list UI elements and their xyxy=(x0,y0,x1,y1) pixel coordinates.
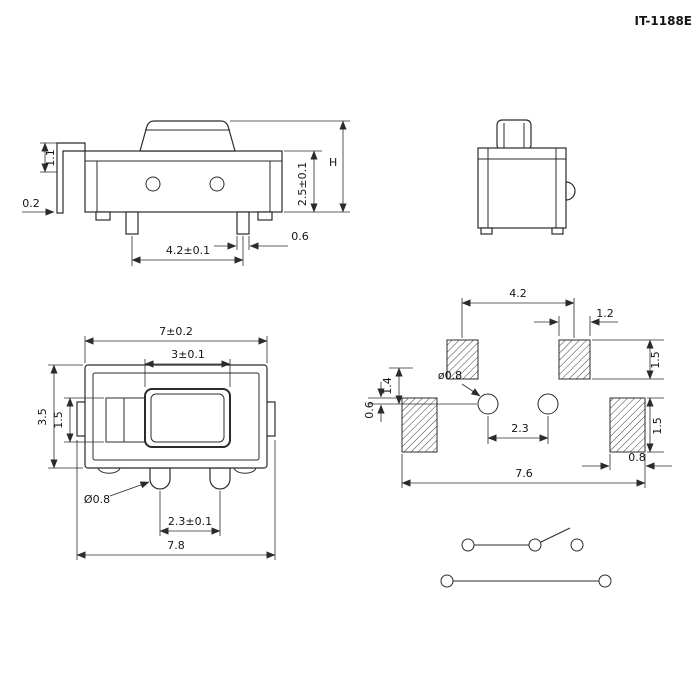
dim-label: 3±0.1 xyxy=(171,348,205,361)
side-foot xyxy=(551,227,564,235)
drawing-number: IT-1188E xyxy=(635,14,692,28)
dim-label: 1.5 xyxy=(649,351,662,369)
dim-land-pad-height-top: 1.5 xyxy=(592,339,664,380)
dim-label: 1.5 xyxy=(52,411,65,429)
switch-body xyxy=(84,150,283,213)
leg-pin xyxy=(149,467,171,490)
dim-top-leg-diameter: Ø0.8 xyxy=(84,481,150,506)
dim-top-slot-depth: 1.5 xyxy=(52,397,104,443)
dim-label: 7.6 xyxy=(515,467,533,480)
dim-label: 4.2±0.1 xyxy=(166,244,210,257)
top-actuator-inner xyxy=(150,393,225,443)
schematic-terminal xyxy=(598,574,612,588)
dim-land-pad-height-side: 1.5 xyxy=(646,397,664,453)
dim-front-total-height: H xyxy=(230,120,350,213)
through-hole xyxy=(477,393,499,415)
dim-label: 7.8 xyxy=(167,539,185,552)
dim-label: 1.1 xyxy=(44,149,57,167)
dim-top-overall-width: 7.8 xyxy=(76,440,276,560)
dim-top-body-width: 7±0.2 xyxy=(84,325,268,363)
dim-label: 4.2 xyxy=(509,287,527,300)
actuator-cap xyxy=(139,120,236,152)
schematic-terminal xyxy=(440,574,454,588)
dim-land-offset-vertical: 1.4 xyxy=(368,367,413,405)
dim-land-pad-width-top: 1.2 xyxy=(534,307,618,336)
dim-land-hole-diameter: ø0.8 xyxy=(438,369,481,397)
body-stub xyxy=(257,211,273,221)
solder-pad xyxy=(609,397,646,453)
dim-label: 2.3±0.1 xyxy=(168,515,212,528)
dim-label: H xyxy=(329,156,337,169)
dim-front-terminal-width: 0.6 xyxy=(214,230,309,250)
schematic-terminal xyxy=(528,538,542,552)
dim-label: ø0.8 xyxy=(438,369,462,382)
dim-label: 0.2 xyxy=(22,197,40,210)
schematic-terminal xyxy=(461,538,475,552)
side-foot xyxy=(480,227,493,235)
terminal-leg xyxy=(236,211,250,235)
solder-pad xyxy=(446,339,479,380)
dim-label: 0.6 xyxy=(363,401,376,419)
dim-land-hole-pitch: 2.3 xyxy=(487,416,549,444)
dim-label: 3.5 xyxy=(36,408,49,426)
dim-label: 0.6 xyxy=(291,230,309,243)
side-nub xyxy=(565,181,576,201)
dim-label: 1.5 xyxy=(651,417,664,435)
front-view xyxy=(56,120,283,235)
dim-label: 0.8 xyxy=(628,451,646,464)
dim-front-body-height: 2.5±0.1 xyxy=(284,150,350,213)
dim-label: 1.4 xyxy=(381,377,394,395)
mounting-bracket xyxy=(56,142,86,214)
top-actuator xyxy=(144,388,231,448)
side-actuator xyxy=(496,119,532,151)
bottom-bump xyxy=(233,467,257,474)
dim-front-bracket-thickness: 0.2 xyxy=(22,197,55,216)
body-hole xyxy=(145,176,161,192)
land-pattern xyxy=(368,339,646,453)
dim-label: Ø0.8 xyxy=(84,493,110,506)
solder-pad xyxy=(558,339,591,380)
body-stub xyxy=(95,211,111,221)
body-hole xyxy=(209,176,225,192)
solder-pad xyxy=(401,397,438,453)
circuit-schematic xyxy=(440,527,612,588)
dim-label: 1.2 xyxy=(596,307,614,320)
side-body xyxy=(477,147,567,229)
dim-top-leg-pitch: 2.3±0.1 xyxy=(159,491,221,536)
top-view xyxy=(76,364,276,490)
dim-label: 2.3 xyxy=(511,422,529,435)
dim-land-pad-width-side: 0.8 xyxy=(582,451,672,488)
bottom-bump xyxy=(97,467,121,474)
switch-blade xyxy=(540,527,571,543)
through-hole xyxy=(537,393,559,415)
terminal-leg xyxy=(125,211,139,235)
dim-label: 7±0.2 xyxy=(159,325,193,338)
top-body-inner xyxy=(92,372,260,461)
dim-front-bracket-height: 1.1 xyxy=(40,142,57,173)
dim-land-overall-span: 7.6 xyxy=(401,454,646,488)
dim-top-actuator-width: 3±0.1 xyxy=(144,348,231,387)
dim-land-offset-centerline: 0.6 xyxy=(363,382,385,422)
dim-land-pad-pitch: 4.2 xyxy=(461,287,575,338)
schematic-terminal xyxy=(570,538,584,552)
dim-label: 2.5±0.1 xyxy=(296,162,309,206)
dim-front-terminal-pitch: 4.2±0.1 xyxy=(131,236,244,266)
leg-pin xyxy=(209,467,231,490)
side-view xyxy=(477,119,576,235)
